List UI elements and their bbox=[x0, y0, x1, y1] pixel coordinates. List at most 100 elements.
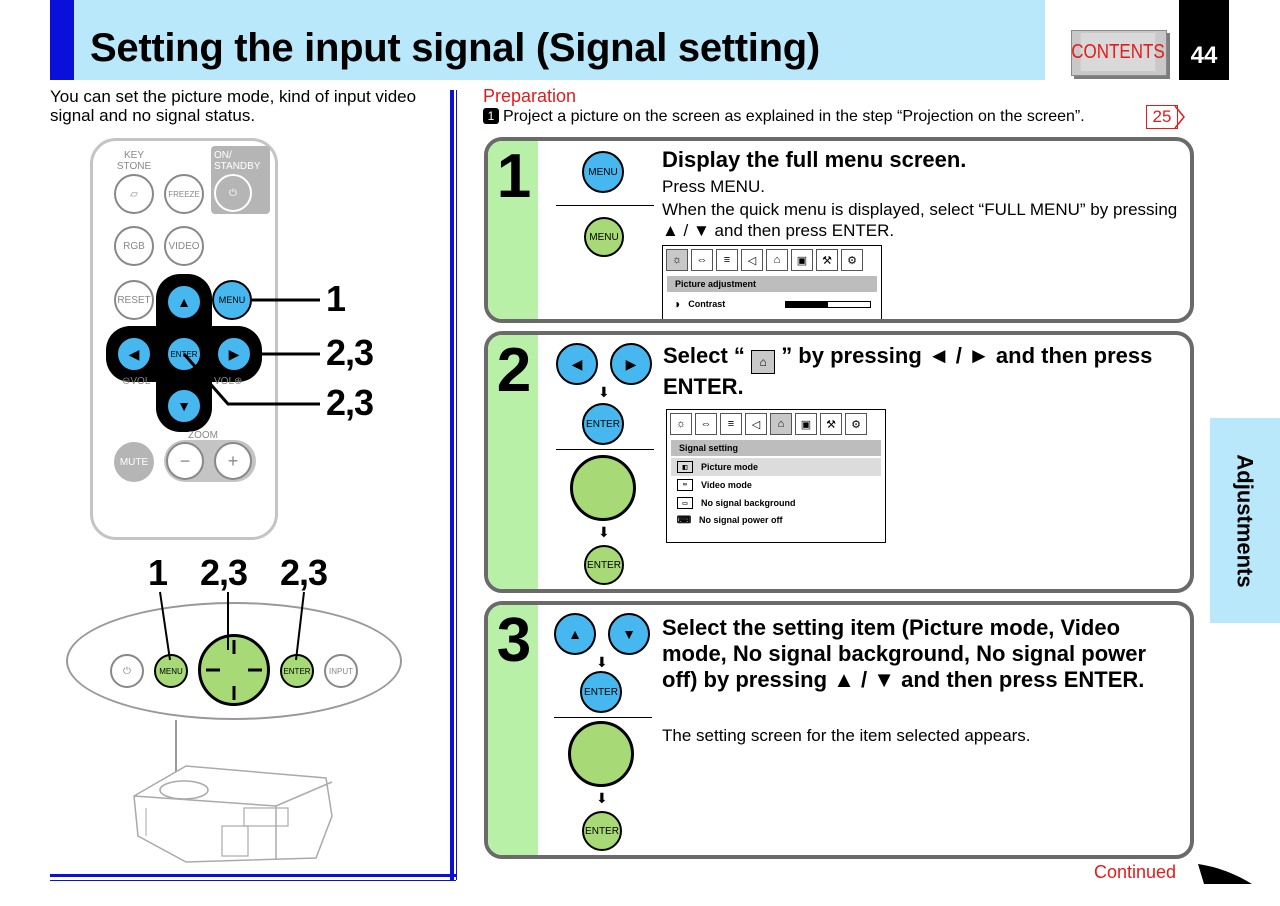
page-reference-link[interactable]: 25 bbox=[1146, 105, 1178, 129]
step-2-enter-button[interactable]: ENTER bbox=[582, 403, 624, 445]
zoom-minus-button[interactable]: − bbox=[166, 442, 204, 480]
side-tab[interactable] bbox=[1210, 418, 1280, 623]
image-adjust-icon: ≡ bbox=[716, 249, 738, 271]
panel-callout-1: 1 bbox=[148, 552, 168, 593]
vol-plus-label: VOL⊕ bbox=[214, 376, 242, 387]
step-2-panel: 2 ◀ ▶ ⬇ ENTER ⬇ ENTER Select “ ⌂ ” by pr… bbox=[484, 331, 1194, 593]
step-2-heading: Select “ ⌂ ” by pressing ◄ / ► and then … bbox=[663, 343, 1163, 400]
menu-item-video-mode: ∞Video mode bbox=[671, 476, 881, 494]
minus-icon: ⊖ bbox=[122, 376, 131, 387]
panel-power-button[interactable]: ⏻ bbox=[110, 654, 144, 688]
rgb-button[interactable]: RGB bbox=[114, 226, 154, 266]
plus-icon: ⊕ bbox=[234, 376, 243, 387]
panel-enter-button[interactable]: ENTER bbox=[280, 654, 314, 688]
step-2-arrow-2: ⬇ bbox=[598, 524, 610, 540]
bottom-rule-thin bbox=[50, 880, 456, 881]
menu-item-label: No signal background bbox=[701, 498, 796, 508]
control-panel bbox=[66, 602, 402, 720]
menu-item-label: Video mode bbox=[701, 480, 752, 490]
menu-item-label: Picture mode bbox=[701, 462, 759, 472]
step-2-left-button[interactable]: ◀ bbox=[556, 343, 598, 385]
vol-plus-text: VOL bbox=[214, 376, 235, 387]
bottom-rule bbox=[50, 874, 456, 877]
step-3-stripe bbox=[488, 605, 538, 855]
menu-icon-row: ☼ ⇔ ≡ ◁ ⌂ ▣ ⚒ ⚙ bbox=[663, 246, 881, 274]
mute-button[interactable]: MUTE bbox=[114, 442, 154, 482]
step-3-dpad[interactable] bbox=[568, 721, 634, 787]
zoom-label: ZOOM bbox=[188, 430, 218, 441]
remote-menu-button[interactable]: MENU bbox=[212, 280, 252, 320]
contrast-label: Contrast bbox=[688, 299, 726, 309]
zoom-minus-icon: − bbox=[179, 450, 191, 471]
down-arrow-icon: ▼ bbox=[177, 398, 191, 414]
menu-icon-row-2: ☼ ⇔ ≡ ◁ ⌂ ▣ ⚒ ⚙ bbox=[667, 410, 885, 438]
continued-link[interactable]: Continued bbox=[1094, 862, 1177, 882]
step-1-menu-button[interactable]: MENU bbox=[582, 151, 624, 193]
menu-item-no-signal-background: ▭No signal background bbox=[671, 494, 881, 512]
remote-down-button[interactable]: ▼ bbox=[166, 388, 202, 424]
step-2-left-icon: ◀ bbox=[571, 355, 583, 372]
step-3-separator bbox=[554, 717, 652, 718]
picture-icon-2: ☼ bbox=[670, 413, 692, 435]
step-3-enter-button-alt[interactable]: ENTER bbox=[582, 811, 622, 851]
remote-callout-3: 2,3 bbox=[326, 382, 374, 423]
side-tab-label-wrap: Adjustments bbox=[1210, 418, 1280, 623]
step-2-heading-post: ” by pressing ◄ / ► and then press ENTER… bbox=[663, 343, 1153, 399]
zoom-plus-button[interactable]: + bbox=[214, 442, 252, 480]
step-2-enter-button-alt[interactable]: ENTER bbox=[584, 545, 624, 585]
position-icon: ⇔ bbox=[691, 249, 713, 271]
step-2-dpad[interactable] bbox=[570, 455, 636, 521]
picture-mode-icon: ◧ bbox=[677, 461, 693, 473]
intro-text: You can set the picture mode, kind of in… bbox=[50, 87, 417, 125]
step-1-screen-label: Picture adjustment bbox=[667, 276, 877, 292]
step-1-line-2: When the quick menu is displayed, select… bbox=[662, 200, 1178, 240]
up-arrow-icon: ▲ bbox=[177, 294, 191, 310]
panel-menu-button[interactable]: MENU bbox=[154, 654, 188, 688]
step-1-separator bbox=[556, 205, 654, 206]
step-3-line-1: The setting screen for the item selected… bbox=[662, 726, 1031, 745]
step-3-panel: 3 ▲ ▼ ⬇ ENTER ⬇ ENTER Select the setting… bbox=[484, 601, 1194, 859]
signal-setting-icon: ⌂ bbox=[751, 350, 776, 374]
step-2-stripe bbox=[488, 335, 538, 589]
projector-illustration bbox=[133, 765, 333, 863]
video-button[interactable]: VIDEO bbox=[164, 226, 204, 266]
panel-input-button[interactable]: INPUT bbox=[324, 654, 358, 688]
keystone-button[interactable]: ⏥ bbox=[114, 174, 154, 214]
step-3-heading: Select the setting item (Picture mode, V… bbox=[662, 615, 1147, 692]
remote-callout-2: 2,3 bbox=[326, 332, 374, 373]
right-arrow-icon: ▶ bbox=[228, 345, 240, 362]
menu-item-picture-mode: ◧ Picture mode bbox=[671, 458, 881, 476]
step-1-heading: Display the full menu screen. bbox=[662, 147, 967, 172]
remote-up-button[interactable]: ▲ bbox=[166, 284, 202, 320]
column-divider-thin bbox=[456, 90, 457, 880]
step-3-down-button[interactable]: ▼ bbox=[608, 613, 650, 655]
reset-button[interactable]: RESET bbox=[114, 280, 154, 320]
step-1-menu-button-alt[interactable]: MENU bbox=[584, 217, 624, 257]
step-3-enter-button[interactable]: ENTER bbox=[580, 671, 622, 713]
remote-left-button[interactable]: ◀ bbox=[116, 336, 152, 372]
step-3-down-icon: ▼ bbox=[622, 626, 636, 642]
panel-callout-3: 2,3 bbox=[280, 552, 328, 593]
freeze-button[interactable]: FREEZE bbox=[164, 174, 204, 214]
remote-control bbox=[90, 138, 278, 540]
step-3-arrow-1: ⬇ bbox=[596, 654, 608, 670]
step-1-number: 1 bbox=[496, 142, 531, 211]
position-icon-2: ⇔ bbox=[695, 413, 717, 435]
menu-item-label: No signal power off bbox=[699, 515, 783, 525]
remote-right-button[interactable]: ▶ bbox=[216, 336, 252, 372]
keystone-label: KEY STONE bbox=[116, 150, 152, 172]
step-2-right-button[interactable]: ▶ bbox=[610, 343, 652, 385]
contents-button[interactable]: CONTENTS bbox=[1071, 33, 1165, 71]
panel-callout-2: 2,3 bbox=[200, 552, 248, 593]
sound-icon-2: ◁ bbox=[745, 413, 767, 435]
column-divider bbox=[450, 90, 454, 880]
vol-minus-text: VOL bbox=[130, 376, 151, 387]
vol-minus-label: ⊖VOL bbox=[122, 376, 150, 387]
step-3-number: 3 bbox=[496, 606, 531, 675]
continued-arrow-icon bbox=[1198, 864, 1252, 884]
contrast-slider bbox=[785, 300, 871, 308]
panel-power-icon: ⏻ bbox=[123, 665, 131, 677]
step-2-menu-screen: ☼ ⇔ ≡ ◁ ⌂ ▣ ⚒ ⚙ Signal setting ◧Picture … bbox=[666, 409, 886, 543]
step-3-up-button[interactable]: ▲ bbox=[554, 613, 596, 655]
power-button[interactable]: ⏻ bbox=[214, 174, 252, 212]
